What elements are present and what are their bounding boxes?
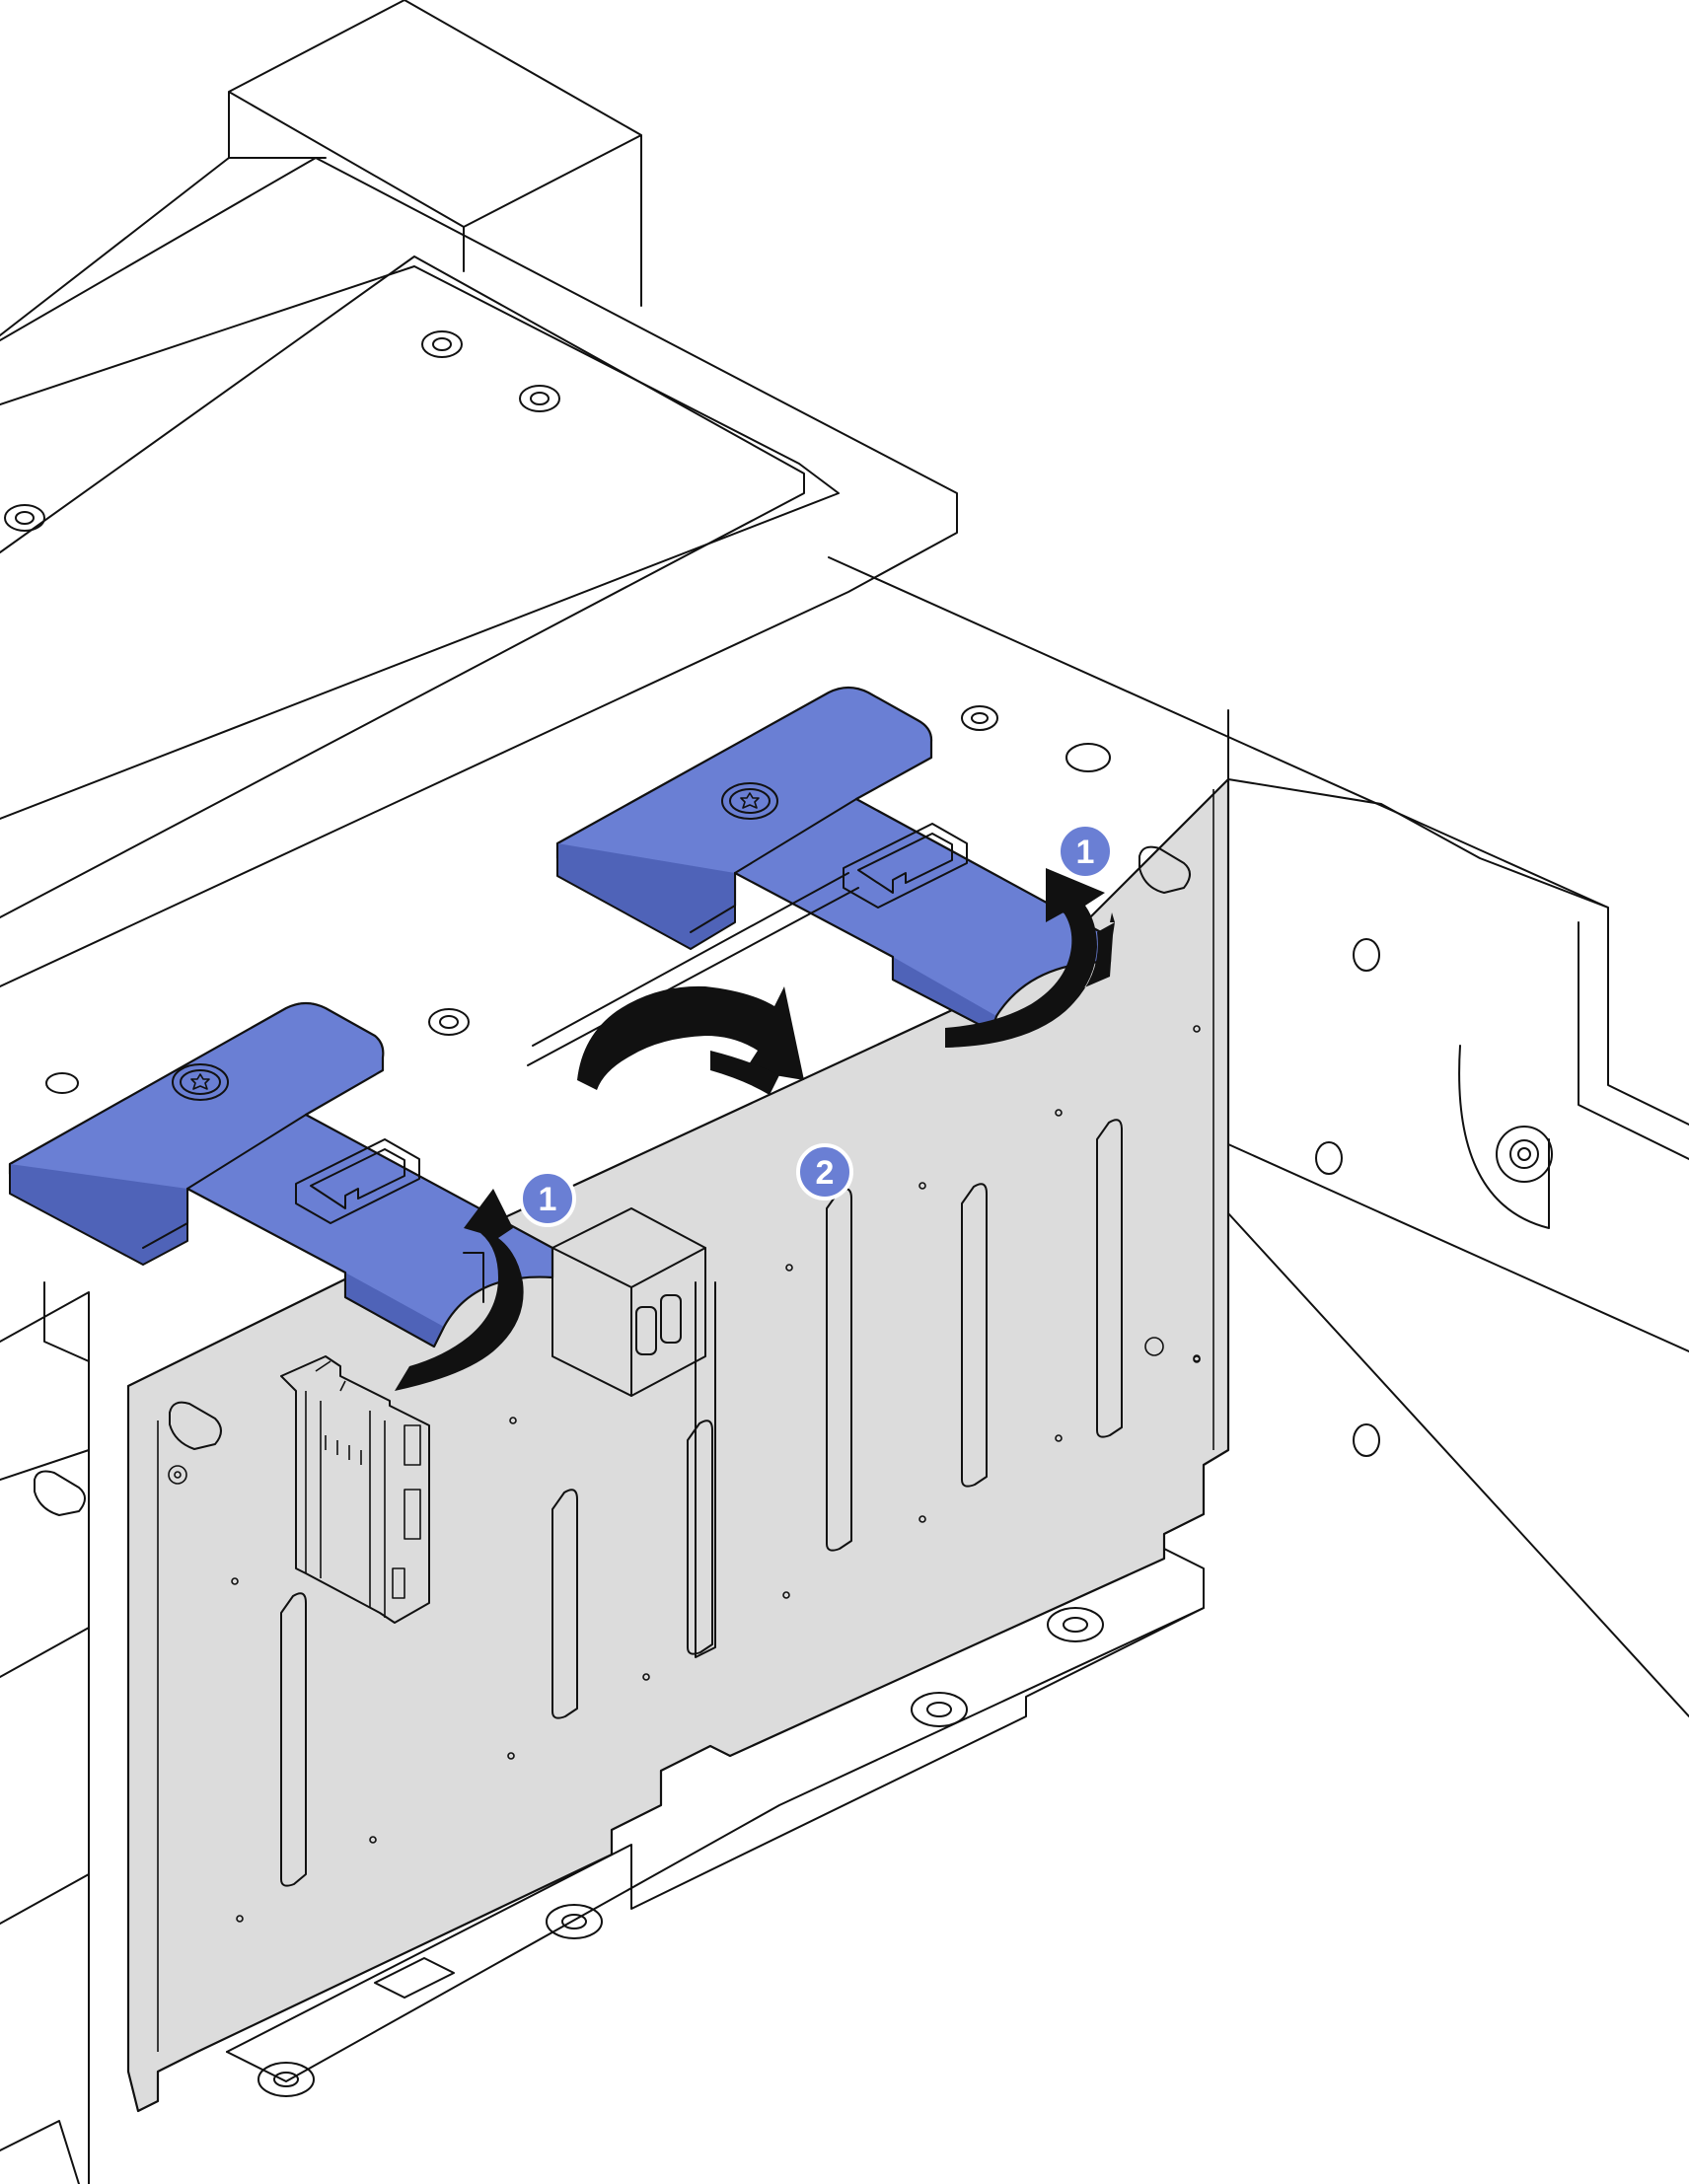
signal-connector bbox=[280, 1355, 430, 1624]
latch-left bbox=[8, 1001, 554, 1348]
power-connector-icon bbox=[551, 1207, 716, 1658]
callout-badge-backplane-rotate: 2 bbox=[796, 1143, 853, 1201]
mounting-holes bbox=[168, 1025, 1201, 1923]
callout-badge-latch-right: 1 bbox=[1057, 823, 1114, 880]
drive-backplane bbox=[34, 777, 1230, 2113]
rotate-forward-arrow-icon bbox=[577, 985, 804, 1095]
callout-number: 1 bbox=[539, 1181, 557, 1218]
callout-number: 2 bbox=[816, 1154, 835, 1192]
callout-number: 1 bbox=[1076, 834, 1095, 871]
callout-badge-latch-left: 1 bbox=[519, 1170, 576, 1227]
release-latch-icon bbox=[8, 1001, 554, 1348]
chassis-top bbox=[0, 0, 1111, 1094]
rail-detail bbox=[527, 872, 859, 1066]
release-latch-icon bbox=[555, 686, 1112, 1033]
rotate-up-arrow-icon bbox=[945, 868, 1115, 1048]
rotate-up-arrow-icon bbox=[395, 1189, 524, 1391]
